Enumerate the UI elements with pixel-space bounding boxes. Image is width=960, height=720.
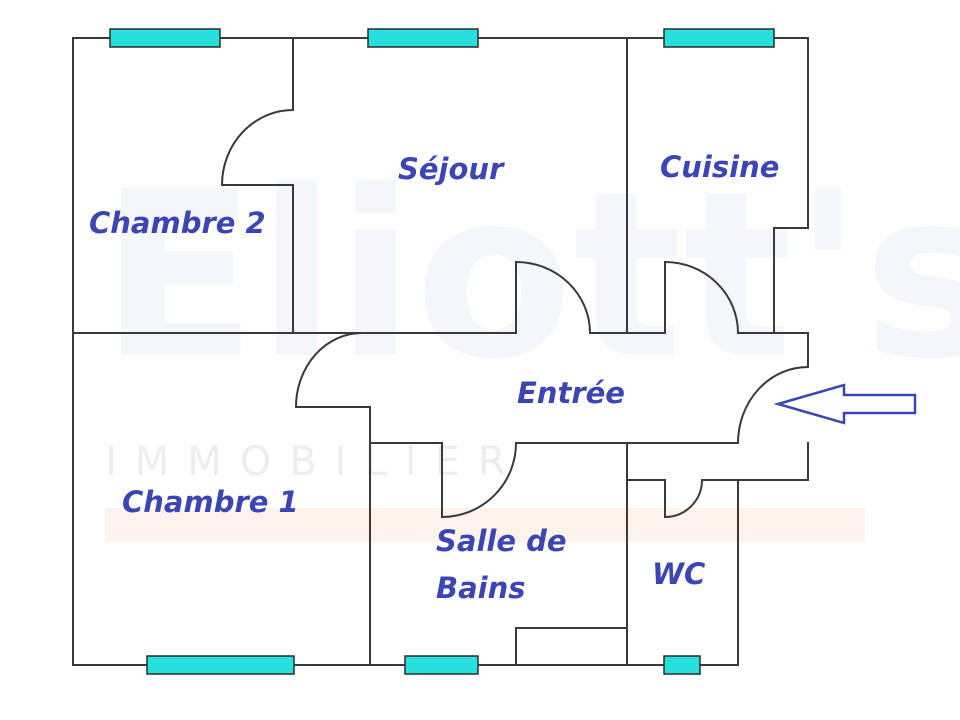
window-chambre1: [146, 655, 295, 675]
door-wc: [664, 479, 703, 518]
label-cuisine: Cuisine: [660, 150, 779, 184]
label-sejour: Séjour: [398, 152, 505, 186]
watermark: Eliott's IMMOBILIER: [100, 143, 960, 542]
watermark-brand: Eliott's: [100, 143, 960, 410]
label-salle-de-bains-line2: Bains: [436, 571, 526, 605]
window-wc: [663, 655, 701, 675]
window-cuisine: [663, 28, 775, 48]
door-chambre1: [295, 332, 363, 408]
label-salle-de-bains-line1: Salle de: [436, 524, 567, 558]
door-entrance: [737, 366, 809, 444]
label-chambre2: Chambre 2: [89, 206, 266, 240]
door-chambre2: [221, 109, 294, 186]
watermark-subtitle: IMMOBILIER: [105, 439, 524, 485]
windows: [109, 28, 775, 675]
label-chambre1: Chambre 1: [122, 485, 299, 519]
room-labels: Chambre 2 Séjour Cuisine Entrée Chambre …: [89, 150, 779, 605]
door-cuisine: [664, 261, 739, 334]
doors: [221, 109, 809, 518]
window-sejour: [367, 28, 479, 48]
door-salle-de-bains: [441, 442, 517, 518]
window-chambre2: [109, 28, 221, 48]
door-sejour: [515, 261, 591, 334]
window-salle-de-bains: [404, 655, 479, 675]
label-wc: WC: [652, 557, 705, 591]
label-entree: Entrée: [517, 376, 625, 410]
entrance-arrow-icon: [773, 383, 917, 425]
